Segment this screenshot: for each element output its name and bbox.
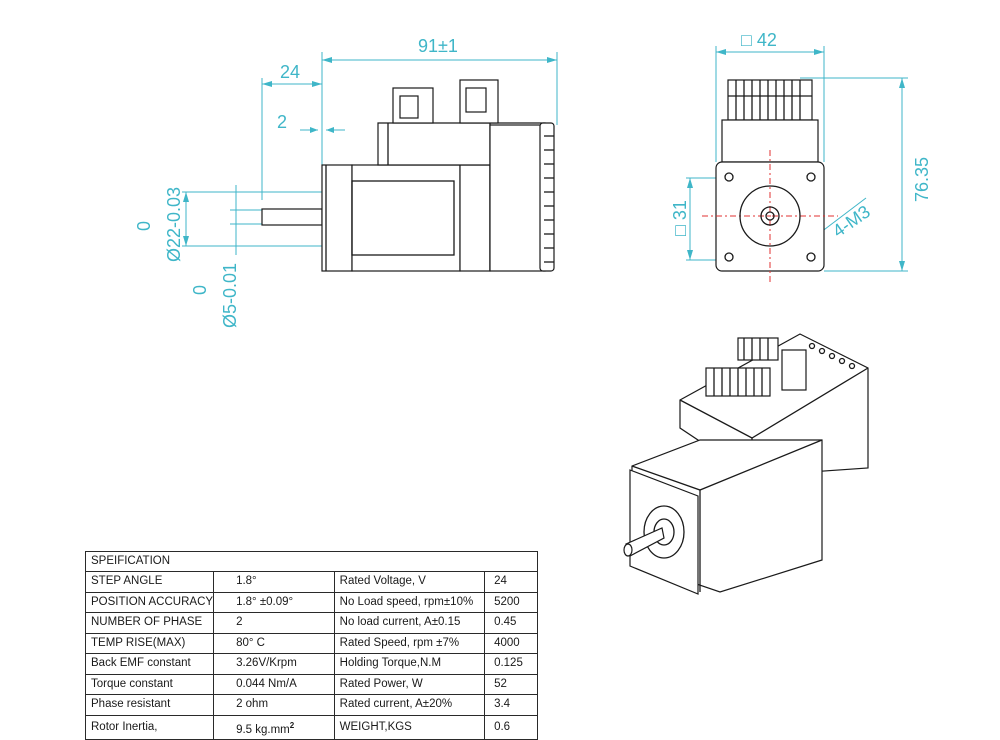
value-cell: 2 — [213, 612, 335, 634]
superscript: 2 — [289, 720, 295, 730]
dim-hole-spacing: □ 31 — [670, 200, 690, 236]
dim-flange-thickness: 2 — [277, 112, 287, 132]
spec-title: SPEIFICATION — [85, 551, 538, 572]
param-cell: Phase resistant — [84, 694, 215, 716]
value-cell: 24 — [484, 571, 538, 593]
dim-mounting-holes: 4-M3 — [829, 201, 874, 241]
front-view: □ 42 76.35 □ 31 4-M3 — [670, 30, 932, 284]
param-cell: Rotor Inertia, — [84, 714, 215, 740]
table-row: Back EMF constant 3.26V/Krpm Holding Tor… — [84, 653, 538, 675]
value-cell: 0.044 Nm/A — [213, 673, 335, 695]
table-row: Torque constant 0.044 Nm/A Rated Power, … — [84, 673, 538, 695]
table-row: POSITION ACCURACY 1.8° ±0.09° No Load sp… — [84, 591, 538, 613]
dim-pilot-diameter: Ø22-0.03 — [164, 187, 184, 262]
dim-shaft-diameter: Ø5-0.01 — [220, 263, 240, 328]
spec-title-row: SPEIFICATION — [85, 551, 538, 572]
value-text: 9.5 kg.mm — [236, 723, 290, 736]
side-view: 91±1 24 2 0 Ø22-0.03 0 Ø5-0.01 — [134, 36, 558, 328]
param-cell: Rated current, A±20% — [333, 694, 486, 716]
param-cell: POSITION ACCURACY — [84, 591, 215, 613]
value-cell: 52 — [484, 673, 538, 695]
isometric-view — [623, 333, 869, 595]
value-cell: 2 ohm — [213, 694, 335, 716]
dim-pilot-upper: 0 — [134, 221, 154, 231]
param-cell: Torque constant — [84, 673, 215, 695]
param-cell: Rated Speed, rpm ±7% — [333, 632, 486, 654]
value-cell: 80° C — [213, 632, 335, 654]
value-cell: 3.4 — [484, 694, 538, 716]
value-cell: 4000 — [484, 632, 538, 654]
dim-frame-size: □ 42 — [741, 30, 777, 50]
table-row: NUMBER OF PHASE 2 No load current, A±0.1… — [84, 612, 538, 634]
table-row: STEP ANGLE 1.8° Rated Voltage, V 24 — [84, 571, 538, 593]
value-cell: 9.5 kg.mm2 — [213, 714, 335, 740]
param-cell: No Load speed, rpm±10% — [333, 591, 486, 613]
param-cell: NUMBER OF PHASE — [84, 612, 215, 634]
value-cell: 1.8° — [213, 571, 335, 593]
dim-flange-length: 24 — [280, 62, 300, 82]
table-row: TEMP RISE(MAX) 80° C Rated Speed, rpm ±7… — [84, 632, 538, 654]
param-cell: Rated Power, W — [333, 673, 486, 695]
table-row: Rotor Inertia, 9.5 kg.mm2 WEIGHT,KGS 0.6 — [84, 714, 538, 740]
value-cell: 3.26V/Krpm — [213, 653, 335, 675]
dim-overall-height: 76.35 — [912, 157, 932, 202]
param-cell: Back EMF constant — [84, 653, 215, 675]
param-cell: Rated Voltage, V — [333, 571, 486, 593]
param-cell: WEIGHT,KGS — [333, 714, 486, 740]
value-cell: 0.45 — [484, 612, 538, 634]
param-cell: TEMP RISE(MAX) — [84, 632, 215, 654]
table-row: Phase resistant 2 ohm Rated current, A±2… — [84, 694, 538, 716]
specification-table: SPEIFICATION STEP ANGLE 1.8° Rated Volta… — [84, 551, 538, 740]
dim-shaft-upper: 0 — [190, 285, 210, 295]
dim-overall-length: 91±1 — [418, 36, 458, 56]
value-cell: 0.125 — [484, 653, 538, 675]
value-cell: 1.8° ±0.09° — [213, 591, 335, 613]
value-cell: 0.6 — [484, 714, 538, 740]
param-cell: STEP ANGLE — [84, 571, 215, 593]
param-cell: No load current, A±0.15 — [333, 612, 486, 634]
param-cell: Holding Torque,N.M — [333, 653, 486, 675]
value-cell: 5200 — [484, 591, 538, 613]
